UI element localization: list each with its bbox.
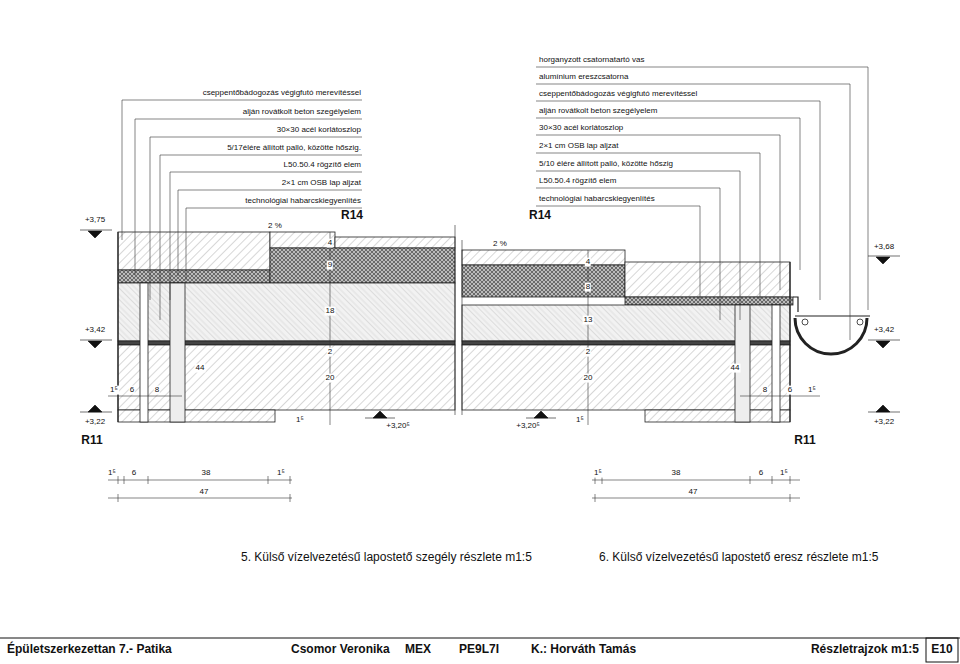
callout-text: 2×1 cm OSB lap aljzat	[538, 142, 619, 151]
title-cell: E10	[930, 643, 953, 656]
dimension-number: 1⁵	[295, 416, 305, 425]
callout-text: L50.50.4 rögzítő elem	[538, 177, 617, 186]
dimension-number: 18	[325, 307, 336, 316]
dimension-number: 1⁵	[807, 386, 817, 395]
title-cell: MEX	[404, 643, 432, 656]
dimension-number: 1⁵	[575, 416, 585, 425]
callout-text: 5/10 élére állított palló, közötte hőszi…	[538, 160, 674, 169]
dimension-number: 6	[131, 469, 137, 478]
leader-lines	[122, 67, 868, 340]
dimension-number: 6	[129, 386, 135, 395]
level-label: +3,22	[873, 418, 895, 427]
callout-text: technológiai habarcskiegyenlítés	[538, 195, 656, 204]
title-cell: Épületszerkezettan 7.- Patika	[6, 643, 173, 656]
callout-text: cseppentőbádogozás végigfutó merevítésse…	[202, 89, 362, 98]
callout-text: alján rovátkolt beton szegélyelem	[242, 108, 362, 117]
callout-text: 30×30 acél korlátoszlop	[538, 124, 624, 133]
level-label: +3,75	[84, 216, 106, 225]
dimension-number: 9	[327, 261, 333, 270]
dimension-number: 20	[583, 374, 594, 383]
dimension-number: 20	[325, 374, 336, 383]
dimension-number: 44	[730, 364, 741, 373]
section-mark: R11	[80, 434, 103, 447]
callout-text: 5/17élére állított palló, közötte hőszig…	[226, 144, 362, 153]
dimension-number: 38	[671, 469, 682, 478]
level-markers	[80, 230, 900, 418]
level-label: +3,22	[84, 418, 106, 427]
dimension-number: 6	[787, 386, 793, 395]
level-label: +3,68	[873, 243, 895, 252]
dimension-number: 47	[199, 488, 210, 497]
callout-text: L50.50.4 rögzítő elem	[283, 161, 362, 170]
edge-detail	[118, 225, 455, 422]
dimension-number: 2	[327, 348, 333, 357]
dimension-number: 4	[585, 258, 591, 267]
dimension-number: 38	[201, 469, 212, 478]
dimension-number: 8	[154, 386, 160, 395]
title-cell: K.: Horváth Tamás	[530, 643, 637, 656]
eaves-detail	[462, 240, 870, 422]
dimension-number: 4	[327, 239, 333, 248]
callout-text: alumínium ereszcsatorna	[538, 73, 629, 82]
detail-caption: 6. Külső vízelvezetésű lapostető eresz r…	[598, 551, 879, 564]
callout-text: cseppentőbádogozás végigfutó merevítésse…	[538, 90, 698, 99]
callout-text: horganyzott csatornatartó vas	[538, 56, 645, 65]
dimension-number: 8	[585, 283, 591, 292]
dimension-lines	[108, 232, 820, 502]
callout-text: 2×1 cm OSB lap aljzat	[281, 179, 362, 188]
dimension-number: 44	[195, 364, 206, 373]
dimension-number: 6	[758, 469, 764, 478]
dimension-number: 1⁵	[593, 469, 603, 478]
dimension-number: 1⁵	[276, 469, 286, 478]
level-label: +3,42	[873, 326, 895, 335]
dimension-number: 8	[762, 386, 768, 395]
dimension-number: 2	[585, 348, 591, 357]
section-mark: R14	[340, 209, 364, 222]
dimension-number: 47	[688, 488, 699, 497]
section-mark: R14	[528, 209, 552, 222]
dimension-number: 1⁵	[109, 386, 119, 395]
callout-text: technológiai habarcskiegyenlítés	[244, 197, 362, 206]
title-cell: Részletrajzok m1:5	[810, 643, 920, 656]
level-label: 2 %	[492, 240, 508, 249]
level-label: +3,42	[84, 326, 106, 335]
callout-text: 30×30 acél korlátoszlop	[276, 126, 362, 135]
callout-text: alján rovátkolt beton szegélyelem	[538, 107, 658, 116]
dimension-number: 1⁵	[779, 469, 789, 478]
level-label: +3,20⁵	[385, 422, 411, 431]
level-label: +3,20⁵	[515, 422, 541, 431]
level-label: 2 %	[267, 222, 283, 231]
dimension-number: 13	[583, 316, 594, 325]
title-cell: Csomor Veronika	[290, 643, 391, 656]
dimension-number: 1⁵	[107, 469, 117, 478]
title-cell: PE9L7I	[458, 643, 500, 656]
detail-caption: 5. Külső vízelvezetésű lapostető szegély…	[240, 551, 533, 564]
section-mark: R11	[793, 434, 816, 447]
title-block	[0, 638, 960, 662]
